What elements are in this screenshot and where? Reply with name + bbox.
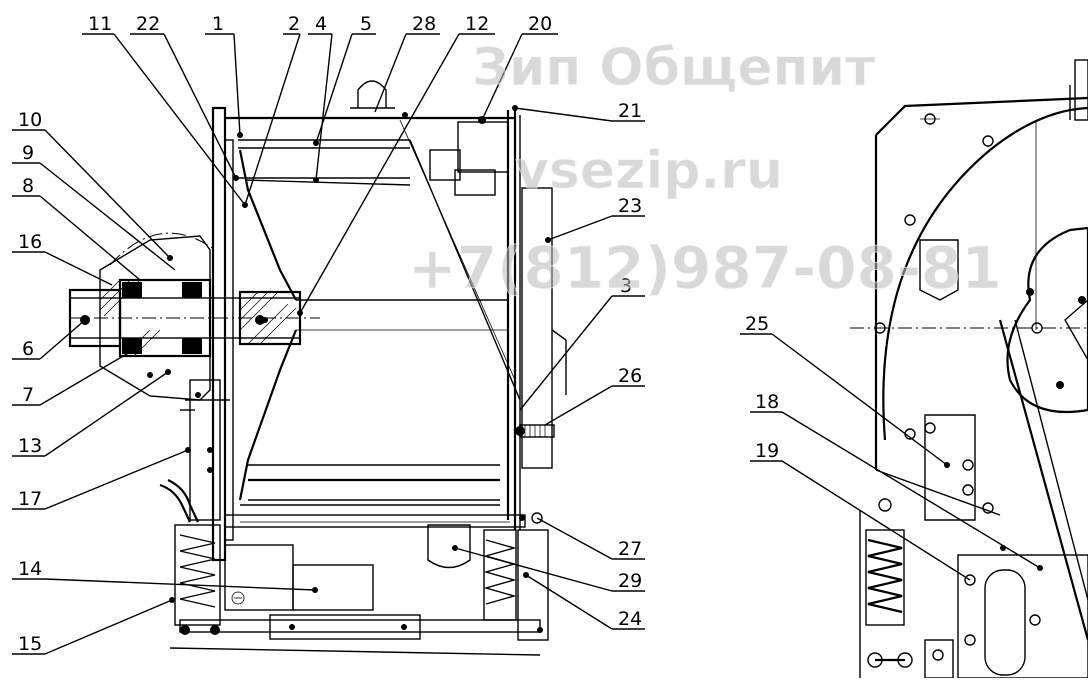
callout-3: 3: [620, 275, 632, 297]
callout-28: 28: [412, 13, 436, 35]
callout-9: 9: [22, 142, 34, 164]
callout-2: 2: [288, 13, 300, 35]
bracket-25: [924, 414, 976, 521]
callout-11: 11: [88, 13, 112, 35]
callout-12: 12: [465, 13, 489, 35]
left-spring: [174, 524, 221, 626]
right-spring: [483, 529, 517, 621]
callout-25: 25: [745, 313, 769, 335]
watermark-brand: Зип Общепит: [472, 38, 875, 98]
switch-box: [457, 121, 509, 173]
shock-absorber-19: [859, 498, 913, 678]
callout-6: 6: [22, 338, 34, 360]
callout-17: 17: [18, 488, 42, 510]
callout-13: 13: [18, 435, 42, 457]
motor-box: [224, 544, 294, 611]
callout-19: 19: [755, 440, 779, 462]
callout-5: 5: [360, 13, 372, 35]
callout-26: 26: [618, 365, 642, 387]
callout-10: 10: [18, 109, 42, 131]
front-view: [850, 59, 1088, 679]
callout-15: 15: [18, 633, 42, 655]
callout-24: 24: [618, 608, 642, 630]
callout-8: 8: [22, 175, 34, 197]
drum-assembly-side-view: [68, 80, 567, 656]
callouts: 11 22 1 2 4 5 28 12 20 21 10 9: [12, 13, 1041, 655]
callout-18: 18: [755, 391, 779, 413]
callout-14: 14: [18, 558, 42, 580]
callout-22: 22: [136, 13, 160, 35]
callout-20: 20: [528, 13, 552, 35]
watermark: Зип Общепит vsezip.ru +7(812)987-08-81: [408, 38, 1003, 303]
watermark-phone: +7(812)987-08-81: [408, 234, 1002, 302]
callout-29: 29: [618, 570, 642, 592]
watermark-site: vsezip.ru: [515, 141, 783, 201]
callout-16: 16: [18, 231, 42, 253]
callout-1: 1: [212, 13, 224, 35]
callout-27: 27: [618, 538, 642, 560]
callout-7: 7: [22, 384, 34, 406]
callout-21: 21: [618, 100, 642, 122]
callout-23: 23: [618, 195, 642, 217]
callout-4: 4: [315, 13, 327, 35]
